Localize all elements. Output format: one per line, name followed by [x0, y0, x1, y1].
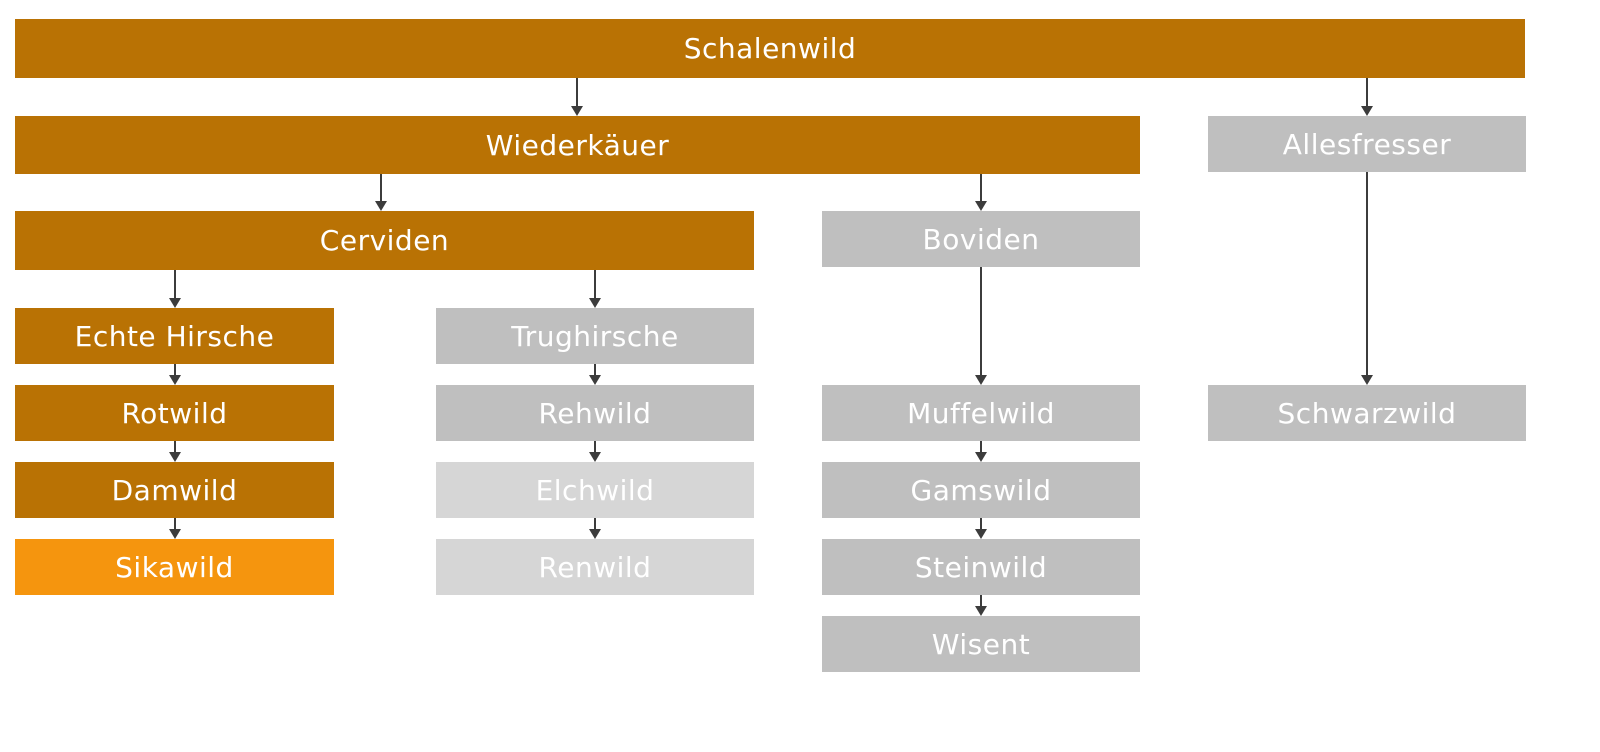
connector-damwild-sikawild — [169, 518, 181, 539]
connector-allesfresser-schwarzwild — [1361, 172, 1373, 385]
connector-echte_hirsche-rotwild — [169, 364, 181, 385]
node-wisent: Wisent — [822, 616, 1140, 672]
connector-steinwild-wisent — [975, 595, 987, 616]
connector-schalenwild-wiederkaeuer — [571, 78, 583, 116]
connector-cerviden-trughirsche — [589, 270, 601, 308]
connector-wiederkaeuer-cerviden — [375, 174, 387, 211]
arrowhead-icon — [169, 298, 181, 308]
node-echte-hirsche: Echte Hirsche — [15, 308, 334, 364]
connector-wiederkaeuer-boviden — [975, 174, 987, 211]
node-muffelwild: Muffelwild — [822, 385, 1140, 441]
connector-cerviden-echte_hirsche — [169, 270, 181, 308]
node-allesfresser: Allesfresser — [1208, 116, 1526, 172]
node-wiederkaeuer: Wiederkäuer — [15, 116, 1140, 174]
arrowhead-icon — [975, 375, 987, 385]
arrowhead-icon — [975, 201, 987, 211]
node-boviden: Boviden — [822, 211, 1140, 267]
arrowhead-icon — [169, 375, 181, 385]
connector-boviden-muffelwild — [975, 267, 987, 385]
node-rehwild: Rehwild — [436, 385, 754, 441]
arrowhead-icon — [169, 529, 181, 539]
arrowhead-icon — [1361, 106, 1373, 116]
connector-trughirsche-rehwild — [589, 364, 601, 385]
arrowhead-icon — [375, 201, 387, 211]
arrowhead-icon — [975, 452, 987, 462]
node-rotwild: Rotwild — [15, 385, 334, 441]
arrowhead-icon — [169, 452, 181, 462]
arrowhead-icon — [589, 529, 601, 539]
arrowhead-icon — [571, 106, 583, 116]
node-cerviden: Cerviden — [15, 211, 754, 270]
node-sikawild: Sikawild — [15, 539, 334, 595]
connector-rotwild-damwild — [169, 441, 181, 462]
connector-schalenwild-allesfresser — [1361, 78, 1373, 116]
node-elchwild: Elchwild — [436, 462, 754, 518]
node-damwild: Damwild — [15, 462, 334, 518]
connector-gamswild-steinwild — [975, 518, 987, 539]
arrowhead-icon — [589, 298, 601, 308]
node-schalenwild: Schalenwild — [15, 19, 1525, 78]
connector-muffelwild-gamswild — [975, 441, 987, 462]
arrowhead-icon — [1361, 375, 1373, 385]
node-steinwild: Steinwild — [822, 539, 1140, 595]
node-schwarzwild: Schwarzwild — [1208, 385, 1526, 441]
arrowhead-icon — [975, 529, 987, 539]
node-gamswild: Gamswild — [822, 462, 1140, 518]
connector-rehwild-elchwild — [589, 441, 601, 462]
arrowhead-icon — [589, 375, 601, 385]
arrowhead-icon — [589, 452, 601, 462]
arrowhead-icon — [975, 606, 987, 616]
node-renwild: Renwild — [436, 539, 754, 595]
connector-elchwild-renwild — [589, 518, 601, 539]
node-trughirsche: Trughirsche — [436, 308, 754, 364]
